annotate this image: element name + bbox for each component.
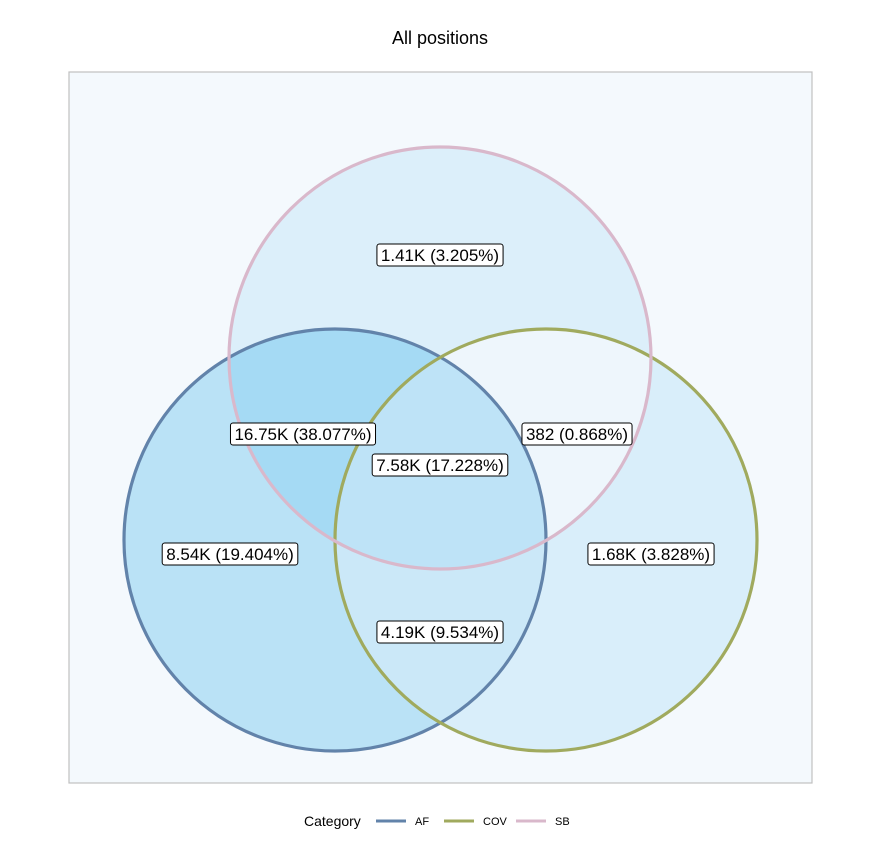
region-label-box bbox=[376, 620, 504, 644]
region-label-text: 7.58K (17.228%) bbox=[376, 456, 504, 475]
region-label-box bbox=[229, 422, 377, 446]
region-label-cov: 1.68K (3.828%) bbox=[587, 542, 715, 566]
region-label-box bbox=[521, 422, 633, 446]
region-label-af-cov: 4.19K (9.534%) bbox=[376, 620, 504, 644]
region-label-cov-sb: 382 (0.868%) bbox=[521, 422, 633, 446]
region-label-text: 382 (0.868%) bbox=[526, 425, 628, 444]
region-label-sb: 1.41K (3.205%) bbox=[376, 243, 504, 267]
region-label-af-cov-sb: 7.58K (17.228%) bbox=[371, 453, 509, 477]
legend-label: SB bbox=[555, 816, 570, 828]
venn-circles bbox=[122, 145, 759, 753]
region-label-text: 4.19K (9.534%) bbox=[381, 623, 499, 642]
region-label-text: 8.54K (19.404%) bbox=[166, 545, 294, 564]
region-label-box bbox=[587, 542, 715, 566]
legend-label: AF bbox=[415, 816, 429, 828]
legend-item-af: AF bbox=[376, 816, 429, 828]
venn-circle-sb bbox=[227, 145, 653, 571]
venn-region-labels: 1.41K (3.205%) 16.75K (38.077%) 382 (0.868… bbox=[161, 243, 715, 644]
chart-title: All positions bbox=[392, 28, 488, 48]
region-label-af-sb: 16.75K (38.077%) bbox=[229, 422, 377, 446]
legend-item-cov: COV bbox=[444, 816, 508, 828]
region-label-box bbox=[376, 243, 504, 267]
legend-label: COV bbox=[483, 816, 508, 828]
region-label-af: 8.54K (19.404%) bbox=[161, 542, 299, 566]
region-label-box bbox=[161, 542, 299, 566]
region-label-text: 1.41K (3.205%) bbox=[381, 246, 499, 265]
region-label-text: 1.68K (3.828%) bbox=[592, 545, 710, 564]
legend-title: Category bbox=[304, 813, 361, 829]
legend: Category AF COV SB bbox=[304, 813, 570, 829]
region-label-box bbox=[371, 453, 509, 477]
legend-item-sb: SB bbox=[516, 816, 570, 828]
region-label-text: 16.75K (38.077%) bbox=[234, 425, 371, 444]
